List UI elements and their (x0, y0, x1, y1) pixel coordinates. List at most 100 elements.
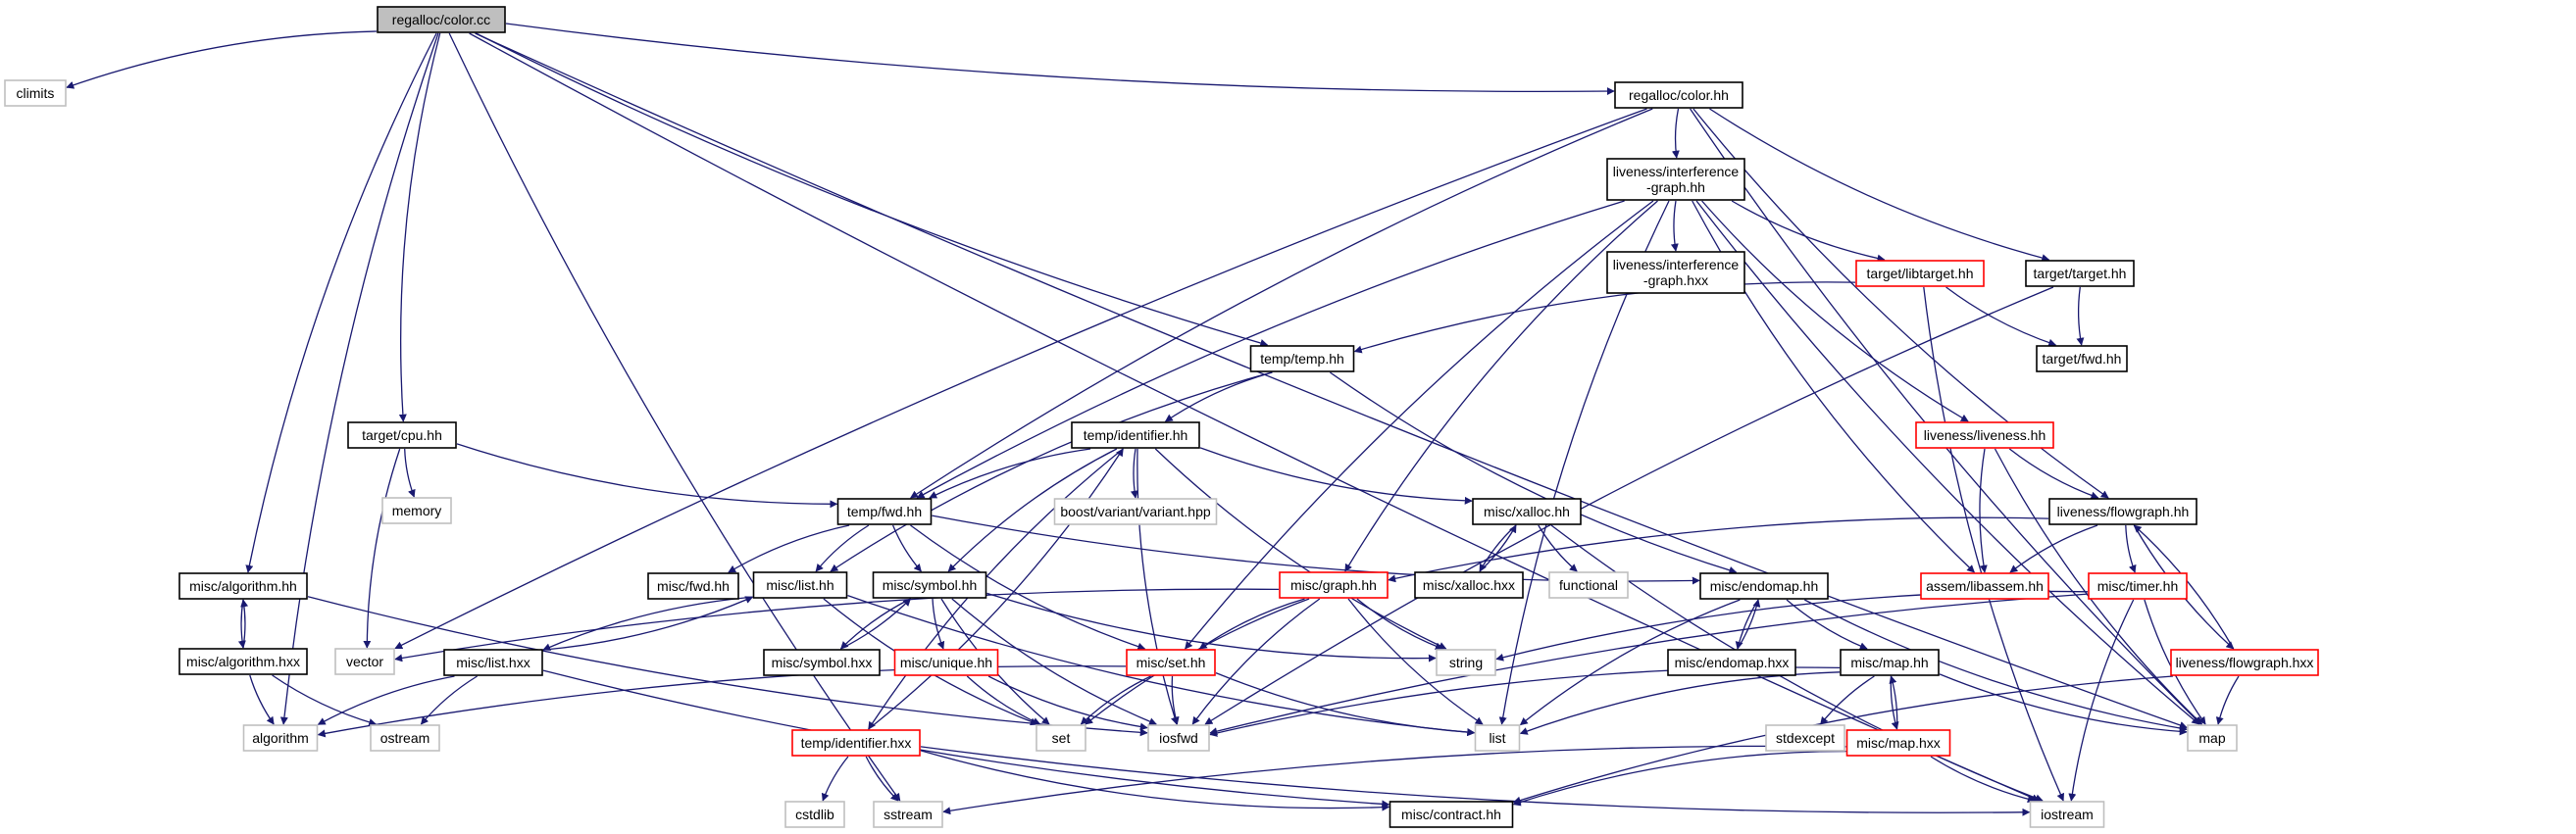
edge-libtarget-to-target-fwd (1945, 286, 2057, 347)
node-vector[interactable]: vector (334, 648, 395, 675)
edge-map-hh-to-iosfwd (1209, 666, 1841, 737)
node-box (443, 649, 543, 676)
node-box (2170, 649, 2319, 676)
node-label: misc/algorithm.hh (189, 578, 297, 594)
node-label: misc/set.hh (1136, 655, 1206, 670)
node-box (178, 648, 308, 675)
node-label: liveness/interference (1613, 164, 1740, 179)
node-box (1614, 81, 1743, 109)
node-box (1699, 572, 1829, 600)
node-timer-hh[interactable]: misc/timer.hh (2088, 572, 2188, 600)
edge-cpu-hh-to-vector (363, 448, 401, 649)
node-set-hh[interactable]: misc/set.hh (1126, 649, 1216, 676)
node-box (872, 571, 987, 599)
edge-algorithm-hh-to-iosfwd (307, 596, 1148, 737)
node-list-hxx[interactable]: misc/list.hxx (443, 649, 543, 676)
node-stdexcept[interactable]: stdexcept (1765, 724, 1845, 752)
node-map-hxx[interactable]: misc/map.hxx (1845, 729, 1951, 757)
node-ig-hh[interactable]: liveness/interference-graph.hh (1606, 158, 1745, 201)
edge-ig-hh-to-temp-fwd (916, 200, 1625, 499)
node-algorithm[interactable]: algorithm (242, 724, 319, 752)
node-temp-hh[interactable]: temp/temp.hh (1249, 345, 1355, 372)
edge-list-hxx-to-contract-hh (542, 669, 1390, 809)
node-algorithm-hxx[interactable]: misc/algorithm.hxx (178, 648, 308, 675)
edge-map-hxx-to-sstream (942, 745, 1846, 815)
node-endomap-hh[interactable]: misc/endomap.hh (1699, 572, 1829, 600)
node-label: misc/list.hh (766, 577, 833, 593)
node-label: string (1449, 655, 1483, 670)
edge-graph-hh-to-set-hh (1198, 598, 1305, 650)
edge-color-hh-to-vector (394, 108, 1647, 650)
node-label: liveness/interference (1613, 257, 1740, 272)
edge-xalloc-hh-to-xalloc-hxx (1479, 524, 1517, 572)
node-temp-fwd[interactable]: temp/fwd.hh (836, 498, 933, 525)
node-endomap-hxx[interactable]: misc/endomap.hxx (1667, 649, 1796, 676)
node-label: ostream (380, 730, 430, 746)
node-contract-hh[interactable]: misc/contract.hh (1389, 801, 1514, 828)
edge-timer-hh-to-iostream (2068, 599, 2135, 802)
node-label: functional (1559, 577, 1618, 593)
node-list[interactable]: list (1474, 724, 1521, 752)
edge-ig-hh-to-liveness-hh (1701, 200, 1969, 422)
node-liveness-hh[interactable]: liveness/liveness.hh (1915, 421, 2054, 449)
node-sstream[interactable]: sstream (873, 801, 943, 828)
file-nodes: regalloc/color.cc climits regalloc/color.h… (4, 6, 2319, 828)
node-box (1606, 251, 1745, 294)
node-label: misc/xalloc.hxx (1423, 577, 1515, 593)
node-temp-id-hh[interactable]: temp/identifier.hh (1071, 421, 1200, 449)
node-string[interactable]: string (1436, 649, 1496, 676)
edge-algorithm-hxx-to-algorithm-hh (240, 599, 249, 649)
node-target-hh[interactable]: target/target.hh (2025, 260, 2135, 287)
edge-temp-hh-to-temp-id-hh (1164, 371, 1273, 422)
node-list-hh[interactable]: misc/list.hh (752, 571, 848, 599)
node-cpu-hh[interactable]: target/cpu.hh (347, 421, 457, 449)
edge-timer-hh-to-iosfwd (1209, 593, 2089, 736)
node-boost-variant[interactable]: boost/variant/variant.hpp (1053, 498, 1218, 525)
edge-list-hh-to-list-hxx (542, 596, 753, 651)
node-ostream[interactable]: ostream (370, 724, 440, 752)
edge-liveness-hh-to-libassem (1979, 448, 1988, 573)
node-label: misc/map.hh (1850, 655, 1928, 670)
node-color-hh[interactable]: regalloc/color.hh (1614, 81, 1743, 109)
node-xalloc-hxx[interactable]: misc/xalloc.hxx (1414, 571, 1524, 599)
node-label: misc/graph.hh (1290, 577, 1377, 593)
node-color-cc[interactable]: regalloc/color.cc (377, 6, 506, 33)
node-label: temp/identifier.hh (1084, 427, 1188, 443)
node-map[interactable]: map (2187, 724, 2238, 752)
node-set[interactable]: set (1035, 724, 1086, 752)
node-libassem[interactable]: assem/libassem.hh (1920, 572, 2049, 600)
edge-target-hh-to-target-fwd (2076, 286, 2085, 346)
node-cstdlib[interactable]: cstdlib (784, 801, 845, 828)
node-unique-hh[interactable]: misc/unique.hh (893, 649, 999, 676)
node-xalloc-hh[interactable]: misc/xalloc.hh (1472, 498, 1582, 525)
node-iosfwd[interactable]: iosfwd (1147, 724, 1210, 752)
node-symbol-hh[interactable]: misc/symbol.hh (872, 571, 987, 599)
node-box (1035, 724, 1086, 752)
node-graph-hh[interactable]: misc/graph.hh (1279, 571, 1389, 599)
node-ig-hxx[interactable]: liveness/interference-graph.hxx (1606, 251, 1745, 294)
node-flowgraph-hh[interactable]: liveness/flowgraph.hh (2048, 498, 2197, 525)
edge-graph-hh-to-string (1356, 598, 1443, 651)
node-label: liveness/flowgraph.hh (2057, 504, 2190, 519)
node-label: target/cpu.hh (362, 427, 442, 443)
node-misc-fwd[interactable]: misc/fwd.hh (647, 572, 739, 600)
node-flowgraph-hxx[interactable]: liveness/flowgraph.hxx (2170, 649, 2319, 676)
node-target-fwd[interactable]: target/fwd.hh (2036, 345, 2128, 372)
node-label: misc/list.hxx (456, 655, 530, 670)
node-label: temp/identifier.hxx (801, 735, 912, 751)
node-libtarget[interactable]: target/libtarget.hh (1855, 260, 1985, 287)
node-iostream[interactable]: iostream (2029, 801, 2105, 828)
edge-color-hh-to-ig-hh (1671, 108, 1680, 159)
node-functional[interactable]: functional (1548, 571, 1629, 599)
node-symbol-hxx[interactable]: misc/symbol.hxx (763, 649, 881, 676)
node-map-hh[interactable]: misc/map.hh (1840, 649, 1940, 676)
node-box (2088, 572, 2188, 600)
node-algorithm-hh[interactable]: misc/algorithm.hh (178, 572, 308, 600)
node-temp-id-hxx[interactable]: temp/identifier.hxx (791, 729, 921, 757)
edge-map-hxx-to-contract-hh (1512, 750, 1846, 807)
edge-libtarget-to-iostream (1923, 286, 2064, 802)
node-memory[interactable]: memory (381, 497, 452, 524)
node-climits[interactable]: climits (4, 79, 67, 107)
node-box (1389, 801, 1514, 828)
node-label: climits (17, 85, 55, 101)
